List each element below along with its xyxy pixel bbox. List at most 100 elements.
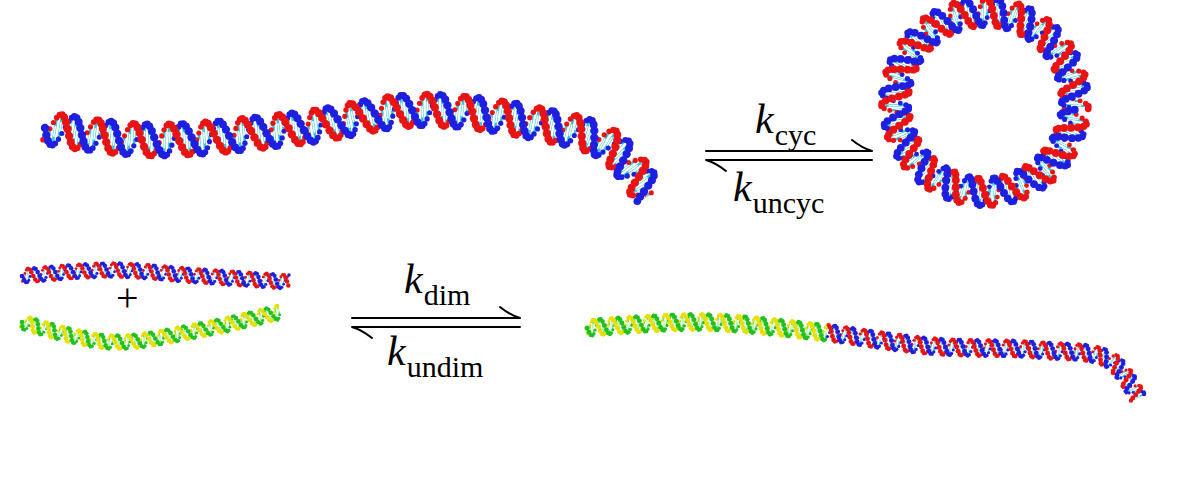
backbone-bead <box>122 133 127 138</box>
backbone-bead <box>611 143 619 151</box>
backbone-bead <box>995 195 1000 200</box>
backbone-bead <box>1061 134 1069 142</box>
backbone-bead <box>175 137 183 145</box>
backbone-bead <box>42 131 50 139</box>
backbone-bead <box>198 277 201 280</box>
backbone-bead <box>985 15 990 20</box>
backbone-bead <box>971 195 979 203</box>
backbone-bead <box>354 121 359 126</box>
backbone-bead <box>1000 16 1008 24</box>
backbone-bead <box>1017 15 1025 23</box>
backbone-bead <box>468 107 476 115</box>
backbone-bead <box>242 141 247 146</box>
dna-helices <box>19 0 1146 403</box>
backbone-bead <box>96 272 99 275</box>
backbone-bead <box>88 124 93 129</box>
backbone-bead <box>235 279 240 284</box>
backbone-bead <box>1052 149 1060 157</box>
backbone-bead <box>987 184 992 189</box>
base-pair-core <box>607 137 612 145</box>
base-pair <box>886 75 911 82</box>
backbone-bead <box>455 101 460 106</box>
backbone-bead <box>173 273 178 278</box>
backbone-bead <box>75 267 78 270</box>
backbone-bead <box>915 51 920 56</box>
backbone-bead <box>41 124 49 132</box>
base-pair-core <box>183 132 185 143</box>
base-pair-core <box>894 77 904 80</box>
backbone-bead <box>31 274 36 279</box>
backbone-bead <box>106 271 110 275</box>
backbone-bead <box>1018 8 1026 16</box>
helix-axis <box>22 270 290 282</box>
backbone-bead <box>218 277 223 282</box>
base-pair-core <box>168 132 170 143</box>
backbone-bead <box>120 265 125 270</box>
backbone-bead <box>921 25 926 30</box>
helix-axis <box>895 12 1075 192</box>
backbone-bead <box>518 113 526 121</box>
backbone-bead <box>925 174 933 182</box>
backbone-bead <box>898 101 903 106</box>
backbone-bead <box>506 121 514 129</box>
backbone-bead <box>253 282 257 286</box>
backbone-bead <box>88 270 93 275</box>
base-pair-core <box>203 132 205 144</box>
backbone-bead <box>62 273 65 276</box>
backbone-bead <box>1064 63 1072 71</box>
base-pair-core <box>243 126 244 136</box>
backbone-bead <box>978 4 983 9</box>
backbone-bead <box>100 271 105 276</box>
backbone-bead <box>82 270 87 275</box>
backbone-bead <box>76 124 84 132</box>
base-pair-core <box>1068 118 1078 120</box>
backbone-bead <box>196 130 201 135</box>
base-pair-core <box>406 107 408 118</box>
backbone-bead <box>37 274 42 279</box>
base-pair-core <box>386 107 388 119</box>
base-pair-core <box>60 271 61 276</box>
backbone-bead <box>55 274 60 279</box>
backbone-bead <box>968 181 976 189</box>
base-pair-core <box>477 106 478 117</box>
backbone-bead <box>431 103 439 111</box>
backbone-bead <box>1068 93 1076 101</box>
backbone-bead <box>527 115 532 120</box>
base-pair-core <box>982 9 984 19</box>
backbone-bead <box>133 271 138 276</box>
backbone-bead <box>1076 69 1081 74</box>
backbone-bead <box>189 272 194 277</box>
base-pair-core <box>1058 142 1067 147</box>
base-pair-core <box>239 131 240 142</box>
base-pair-core <box>515 115 517 126</box>
base-pair-core <box>111 268 112 273</box>
backbone-bead <box>166 272 171 277</box>
backbone-bead <box>542 123 550 131</box>
backbone-bead <box>183 271 188 276</box>
backbone-bead <box>1050 37 1058 45</box>
backbone-bead <box>63 125 71 133</box>
backbone-bead <box>1054 143 1059 148</box>
backbone-bead <box>159 133 164 138</box>
base-pair <box>567 116 574 144</box>
backbone-bead <box>29 270 34 275</box>
base-pair-core <box>163 138 165 148</box>
base-pair-core <box>994 185 995 195</box>
base-pair-core <box>197 273 198 278</box>
backbone-bead <box>905 127 910 132</box>
backbone-bead <box>932 20 940 28</box>
backbone-bead <box>247 127 255 135</box>
backbone-bead <box>887 108 892 113</box>
backbone-bead <box>270 121 275 126</box>
backbone-bead <box>284 124 292 132</box>
backbone-bead <box>282 283 285 286</box>
backbone-bead <box>1078 98 1083 103</box>
backbone-bead <box>1016 22 1024 30</box>
backbone-bead <box>396 110 404 118</box>
backbone-bead <box>1059 151 1067 159</box>
backbone-bead <box>927 167 935 175</box>
backbone-bead <box>910 164 915 169</box>
backbone-bead <box>890 65 898 73</box>
backbone-bead <box>941 184 949 192</box>
backbone-bead <box>322 120 330 128</box>
